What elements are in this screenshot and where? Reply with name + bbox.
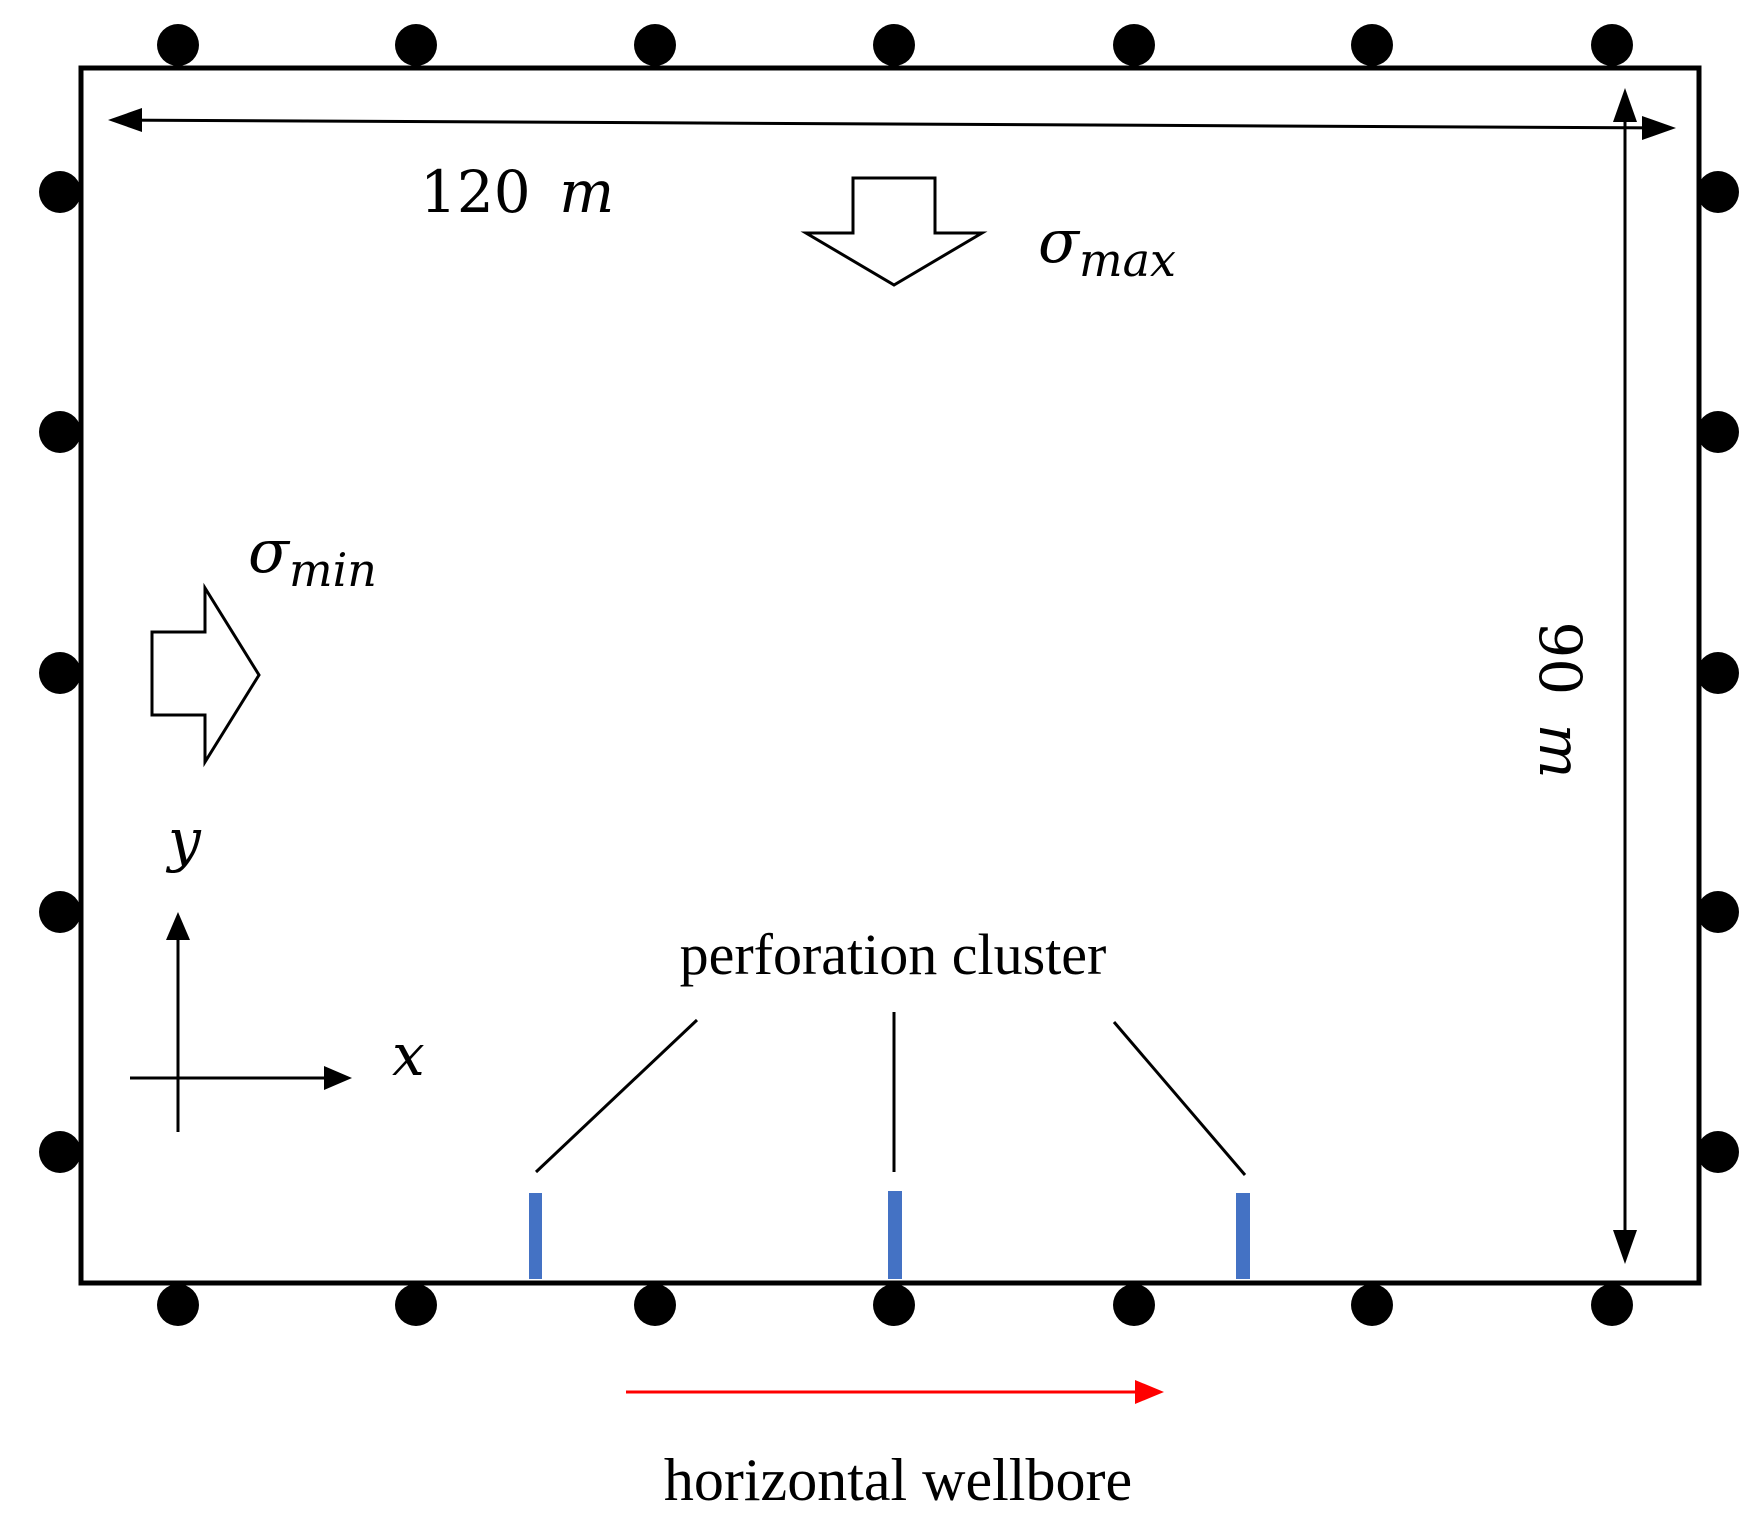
roller-support-left-3 [39,652,81,694]
roller-support-bottom-5 [1113,1284,1155,1326]
roller-support-bottom-6 [1351,1284,1393,1326]
sigma-min-symbol: σ [248,517,291,587]
x-axis-arrowhead [324,1066,352,1090]
roller-support-right-5 [1697,1131,1739,1173]
height-unit: m [1526,724,1594,779]
wellbore-arrowhead [1135,1380,1164,1404]
wellbore-label: horizontal wellbore [664,1447,1132,1513]
roller-support-right-4 [1697,891,1739,933]
y-axis-arrowhead [166,912,190,940]
sigma-max-arrow: σmax [800,176,1176,287]
perforation-leader-right [1112,1021,1247,1176]
width-label: 120 m [420,158,614,226]
x-axis-label: x [392,1021,425,1089]
perforation-annotation: perforation cluster [534,922,1247,1176]
sigma-min-arrow: σmin [150,517,377,768]
width-arrowhead-right [1642,116,1676,140]
sigma-min-arrow-shape [150,582,261,768]
perforation-clusters [529,1191,1250,1279]
roller-support-bottom-1 [157,1284,199,1326]
perforation-cluster-3 [1236,1193,1250,1279]
roller-support-left-2 [39,411,81,453]
height-dimension: 90 m [1526,88,1637,1264]
roller-support-right-3 [1697,652,1739,694]
roller-support-top-3 [634,24,676,66]
width-arrowhead-left [108,108,142,132]
roller-support-right-1 [1697,171,1739,213]
height-number: 90 [1526,621,1594,695]
roller-support-bottom-2 [395,1284,437,1326]
width-dimension: 120 m [108,108,1676,226]
height-label: 90 m [1526,621,1594,778]
roller-support-top-1 [157,24,199,66]
coordinate-axes: y x [130,806,425,1132]
roller-support-top-7 [1591,24,1633,66]
roller-support-left-1 [39,171,81,213]
perforation-cluster-label: perforation cluster [680,922,1107,987]
sigma-max-subscript: max [1079,233,1176,287]
sigma-max-arrow-shape [800,176,988,287]
roller-support-top-4 [873,24,915,66]
height-arrowhead-bottom [1613,1230,1637,1264]
roller-support-bottom-7 [1591,1284,1633,1326]
roller-support-left-5 [39,1131,81,1173]
roller-support-left-4 [39,891,81,933]
y-axis-label: y [165,806,202,874]
height-arrowhead-top [1613,88,1637,122]
width-unit: m [559,158,614,226]
roller-support-top-6 [1351,24,1393,66]
width-number: 120 [420,158,531,226]
sigma-min-label: σmin [248,517,377,597]
roller-support-bottom-4 [873,1284,915,1326]
boundary-rollers [39,24,1739,1326]
sigma-max-label: σmax [1038,207,1176,287]
sigma-min-subscript: min [289,543,377,597]
width-dimension-arrow [111,118,1673,130]
perforation-cluster-2 [888,1191,902,1279]
roller-support-top-5 [1113,24,1155,66]
roller-support-right-2 [1697,411,1739,453]
perforation-leader-left [534,1018,699,1174]
horizontal-wellbore: horizontal wellbore [626,1380,1164,1513]
perforation-cluster-1 [529,1193,542,1279]
roller-support-bottom-3 [634,1284,676,1326]
roller-support-top-2 [395,24,437,66]
sigma-max-symbol: σ [1038,207,1081,277]
